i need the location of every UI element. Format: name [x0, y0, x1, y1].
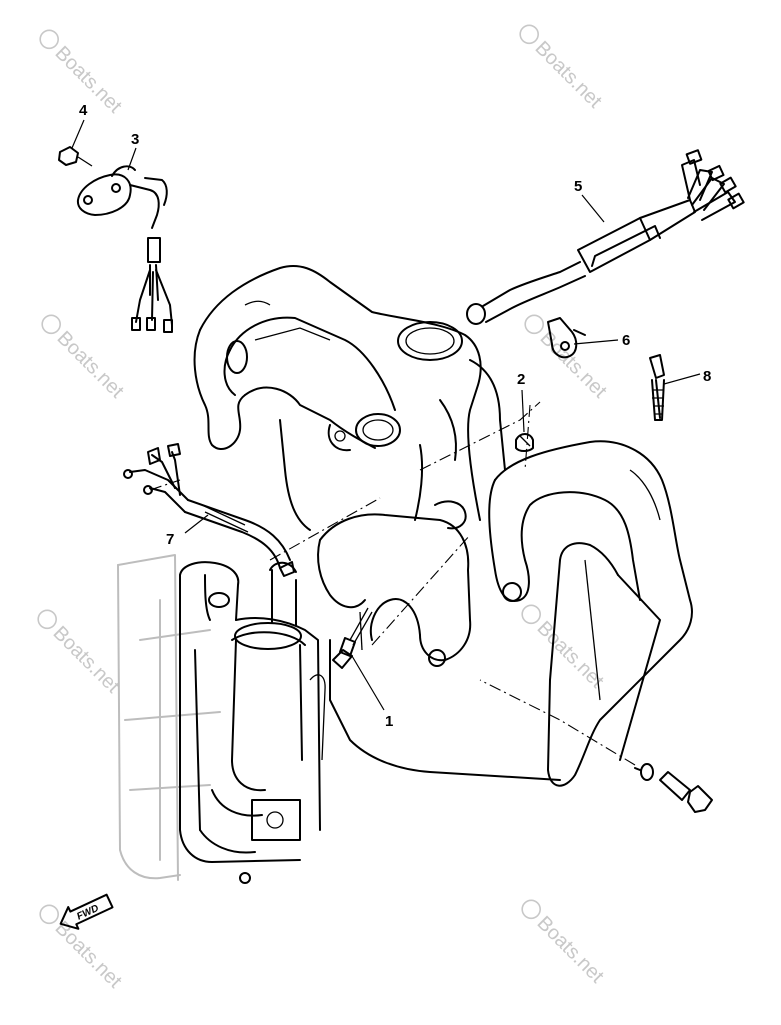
part-1-bolt	[332, 607, 373, 669]
callout-5: 5	[574, 178, 582, 195]
svg-text:Boats.net: Boats.net	[531, 37, 607, 113]
callout-1: 1	[385, 713, 393, 730]
svg-text:Boats.net: Boats.net	[533, 912, 609, 988]
callout-6: 6	[622, 332, 630, 349]
clamp-bracket	[488, 440, 693, 787]
svg-text:Boats.net: Boats.net	[51, 42, 127, 118]
trim-tilt-unit	[117, 554, 221, 881]
trim-cylinder	[179, 561, 326, 884]
part-4-screw	[58, 146, 93, 167]
svg-text:Boats.net: Boats.net	[51, 917, 127, 993]
swivel-bracket	[193, 264, 506, 531]
watermark-bottom-right: Boats.net	[521, 899, 609, 988]
callout-7-label-8: 8	[703, 368, 711, 385]
part-2-clip	[515, 433, 534, 452]
stern-bracket	[317, 500, 561, 781]
part-8-cable-tie	[649, 354, 665, 421]
watermark-mid-left: Boats.net	[41, 314, 129, 403]
part-6-holder	[547, 317, 586, 359]
alignment-lines	[149, 401, 636, 766]
leader-lines	[71, 119, 701, 711]
callout-3: 3	[131, 131, 139, 148]
svg-text:Boats.net: Boats.net	[49, 622, 125, 698]
watermark-lower-left: Boats.net	[37, 609, 125, 698]
svg-text:Boats.net: Boats.net	[53, 327, 129, 403]
part-3-trim-sender	[76, 165, 173, 333]
callout-4: 4	[79, 102, 88, 119]
callout-7: 7	[166, 531, 174, 548]
callout-2: 2	[517, 371, 525, 388]
svg-text:Boats.net: Boats.net	[533, 617, 609, 693]
svg-text:Boats.net: Boats.net	[536, 327, 612, 403]
watermark-top-right: Boats.net	[519, 24, 607, 113]
part-5-harness	[466, 149, 745, 325]
part-7-cable	[123, 443, 295, 577]
clamp-bolt	[634, 763, 713, 813]
